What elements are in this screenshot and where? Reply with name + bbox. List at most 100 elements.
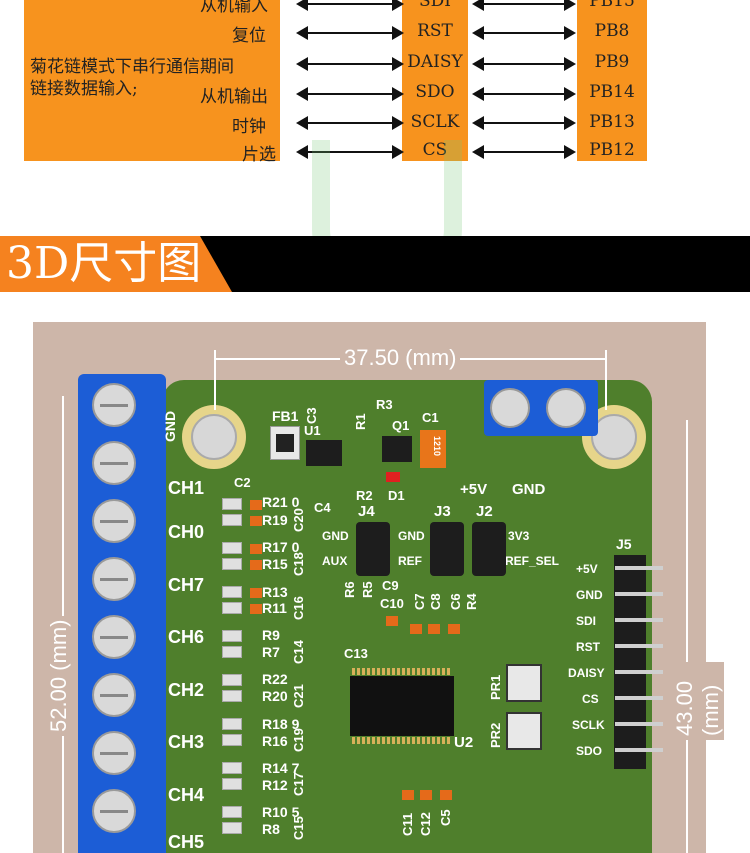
label-j2: J2 [476, 503, 493, 520]
label-d1: D1 [388, 488, 405, 503]
label-c18: C18 [291, 552, 306, 576]
terminal-screw [92, 557, 136, 601]
terminal-screw [92, 383, 136, 427]
capacitor-orange [250, 544, 262, 554]
label-fb1: FB1 [272, 408, 299, 424]
arrow-left-3 [296, 57, 404, 71]
capacitor-orange [420, 790, 432, 800]
label-r16: R16 [262, 733, 288, 749]
header-pin [615, 696, 663, 700]
label-plus5v: +5V [460, 481, 488, 498]
passive-pad [222, 630, 242, 642]
chip-u1 [306, 440, 342, 466]
pin-pb15: PB15 [589, 0, 635, 11]
arrow-right-4 [472, 87, 576, 101]
label-r13: R13 [262, 584, 288, 600]
header-pin [615, 566, 663, 570]
label-c17: C17 [291, 772, 306, 796]
arrow-right-2 [472, 26, 576, 40]
signal-sdi: SDI [419, 0, 451, 11]
dimension-tick-left [214, 350, 216, 410]
pin-panel [577, 0, 647, 161]
label-c20: C20 [291, 508, 306, 532]
channel-label-ch6: CH6 [168, 627, 205, 647]
passive-pad [222, 646, 242, 658]
pin-pb12: PB12 [589, 140, 635, 160]
label-jumper-3v3: 3V3 [508, 529, 530, 543]
channel-label-ch5: CH5 [168, 832, 205, 852]
label-c16: C16 [291, 596, 306, 620]
label-jumper-ref: REF [398, 554, 422, 568]
description-panel [24, 0, 280, 161]
label-c8: C8 [428, 593, 443, 610]
desc-rst: 复位 [232, 26, 266, 46]
label-r2: R2 [356, 488, 373, 503]
label-pr1: PR1 [488, 674, 503, 700]
label-jumper-ref-sel: REF_SEL [505, 554, 560, 568]
capacitor-orange [250, 604, 262, 614]
header-pin [615, 592, 663, 596]
label-c9: C9 [382, 578, 399, 593]
channel-label-ch2: CH2 [168, 680, 205, 700]
label-c6: C6 [448, 593, 463, 610]
arrow-left-2 [296, 26, 404, 40]
channel-label-ch4: CH4 [168, 785, 205, 805]
label-r22: R22 [262, 671, 288, 687]
label-pr2: PR2 [488, 722, 503, 748]
passive-pad [222, 674, 242, 686]
section-title: 3D尺寸图 [6, 238, 202, 289]
label-r7: R7 [262, 644, 280, 660]
arrow-right-3 [472, 57, 576, 71]
label-c14: C14 [291, 640, 306, 664]
passive-pad [222, 542, 242, 554]
dimension-width: 37.50 (mm) [340, 345, 461, 371]
led-d1 [386, 472, 400, 482]
pin-pb14: PB14 [589, 82, 635, 102]
label-r4: R4 [464, 593, 479, 610]
capacitor-orange [402, 790, 414, 800]
label-c19: C19 [291, 728, 306, 752]
j5-pin-5v: +5V [576, 562, 598, 576]
desc-daisy-line2: 链接数据输入; [30, 79, 138, 99]
label-r20: R20 [262, 688, 288, 704]
signal-panel [402, 0, 468, 161]
label-c21: C21 [291, 684, 306, 708]
capacitor-orange [250, 500, 262, 510]
j5-pin-daisy: DAISY [568, 666, 605, 680]
label-r1: R1 [353, 413, 368, 430]
label-c1: C1 [422, 410, 439, 425]
capacitor-orange [386, 616, 398, 626]
power-terminal-screw [546, 388, 586, 428]
jumper-j2 [472, 522, 506, 576]
header-j5 [614, 555, 646, 769]
label-c13: C13 [344, 646, 368, 661]
label-j3: J3 [434, 503, 451, 520]
capacitor-orange [250, 588, 262, 598]
label-r11: R11 [262, 600, 287, 616]
arrow-left-5 [296, 116, 404, 130]
label-u2: U2 [454, 734, 474, 751]
passive-pad [222, 778, 242, 790]
mount-hole-left [182, 405, 246, 469]
label-jumper-gnd1: GND [322, 529, 349, 543]
passive-pad [222, 690, 242, 702]
j5-pin-cs: CS [582, 692, 599, 706]
capacitor-orange [448, 624, 460, 634]
signal-sclk: SCLK [410, 112, 460, 132]
signal-daisy: DAISY [407, 52, 463, 72]
desc-sclk: 时钟 [232, 117, 266, 137]
label-j4: J4 [358, 503, 375, 520]
desc-sdo: 从机输出 [200, 87, 268, 107]
label-r15: R15 [262, 556, 288, 572]
desc-sdi: 从机输入 [200, 0, 268, 16]
j5-pin-sdo: SDO [576, 744, 603, 758]
terminal-screw [92, 789, 136, 833]
label-c4: C4 [314, 500, 331, 515]
dimension-line-right [686, 420, 688, 853]
header-pin [615, 644, 663, 648]
transistor-q1 [382, 436, 412, 462]
ic-u2-pins-bottom [352, 737, 452, 744]
resistor-array-pr1 [506, 664, 542, 702]
capacitor-orange [410, 624, 422, 634]
label-c3: C3 [304, 407, 319, 424]
